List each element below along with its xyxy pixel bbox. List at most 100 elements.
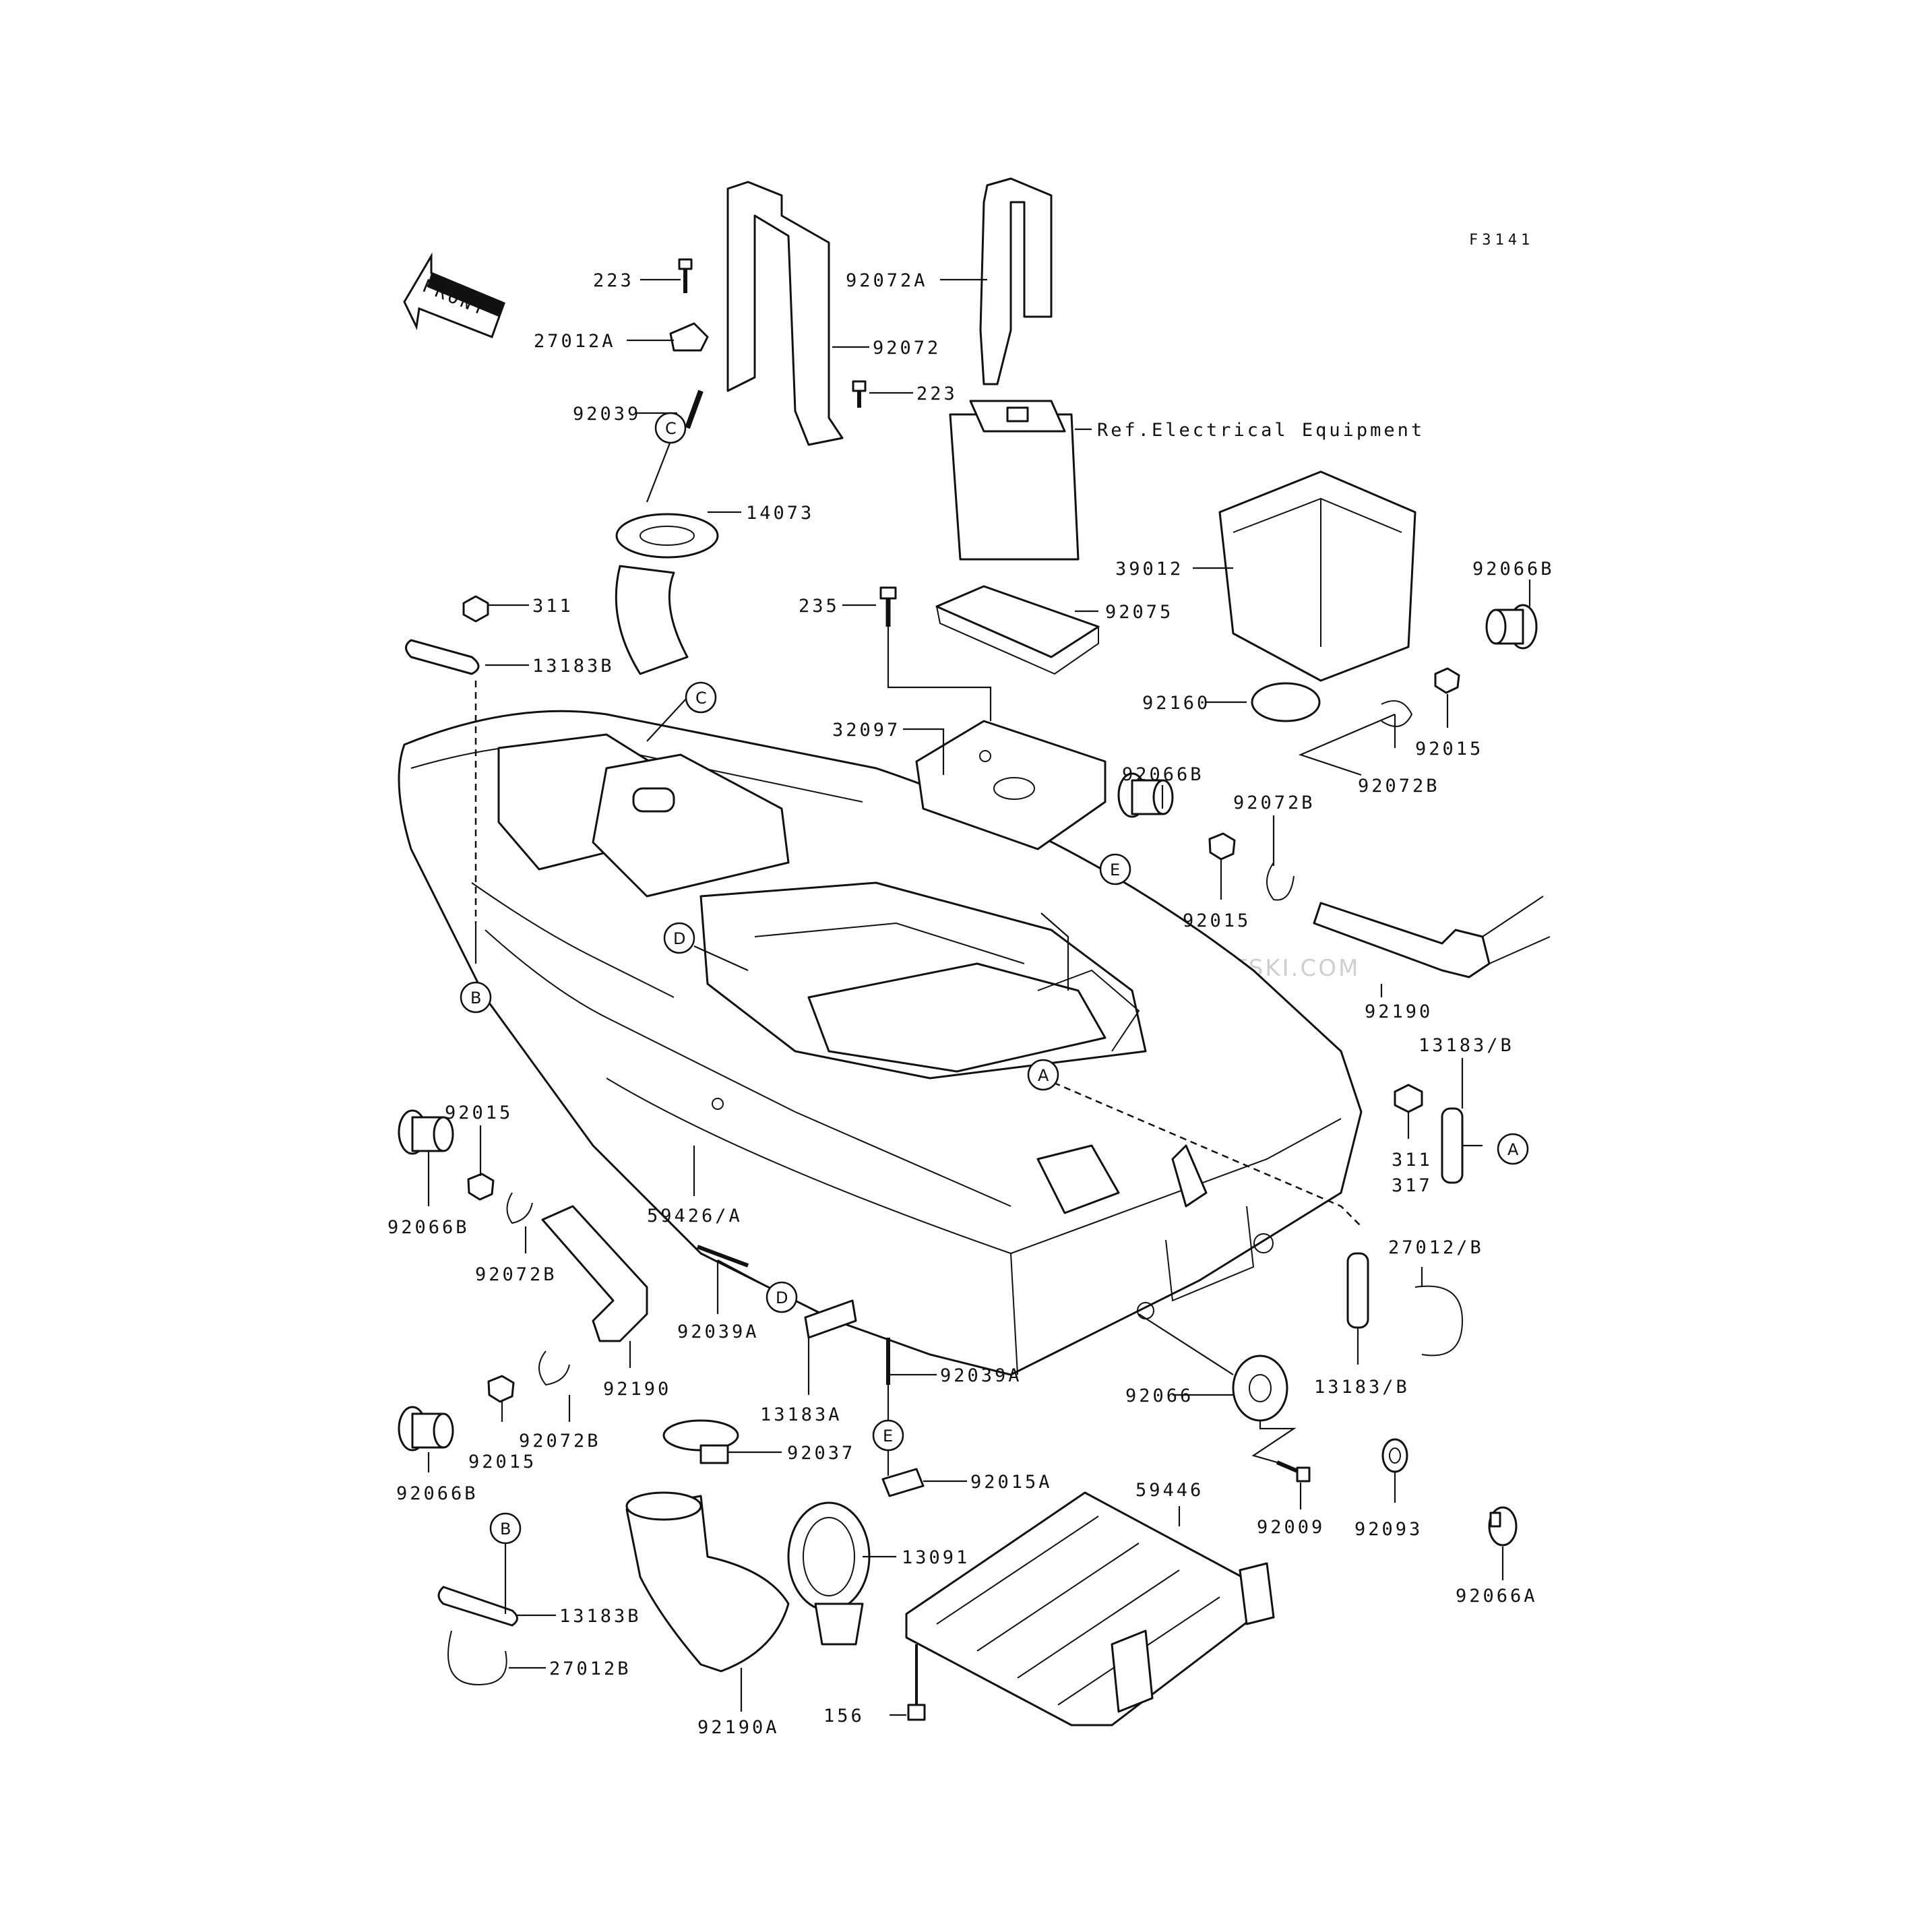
clamp-92072b-tr	[1381, 700, 1413, 727]
label-92072b-l: 92072B	[475, 1264, 557, 1285]
label-92190-l: 92190	[603, 1379, 671, 1400]
label-92015-mid: 92015	[1183, 910, 1251, 931]
label-27012b-bl: 27012B	[549, 1658, 631, 1679]
label-235: 235	[799, 596, 840, 617]
callout-c-2: C	[685, 681, 717, 714]
svg-text:C: C	[665, 419, 677, 438]
label-59426a: 59426/A	[647, 1206, 743, 1226]
label-311-a: 311	[532, 596, 573, 617]
hull-59426a	[398, 710, 1363, 1376]
nut-311	[462, 595, 489, 623]
callout-c-1: C	[654, 412, 687, 444]
cap-92160	[1251, 682, 1321, 722]
clamp-92072b-l	[506, 1192, 533, 1224]
svg-text:B: B	[500, 1520, 511, 1538]
bracket-27012a	[669, 322, 709, 352]
bracket-13183a	[804, 1299, 857, 1339]
clamp-92072b-mid	[1266, 862, 1295, 901]
screw-235	[879, 586, 897, 627]
leader-lines	[427, 278, 1531, 1716]
battery-case-39012	[1218, 470, 1416, 682]
ubolt-27012b-r	[1414, 1285, 1464, 1357]
pin-92039a-a	[696, 1245, 749, 1268]
label-ref-electrical: Ref.Electrical Equipment	[1097, 420, 1425, 441]
strap-92072	[726, 181, 844, 446]
callout-b-1: B	[460, 981, 492, 1014]
label-92015a: 92015A	[970, 1472, 1053, 1493]
label-92072a: 92072A	[846, 270, 928, 291]
label-92066b-tr: 92066B	[1472, 559, 1555, 580]
label-92039a-b: 92039A	[940, 1365, 1022, 1386]
label-92066b-l2: 92066B	[396, 1483, 478, 1504]
label-13183b-top: 13183B	[532, 656, 615, 677]
svg-text:B: B	[470, 989, 481, 1007]
label-59446: 59446	[1135, 1480, 1204, 1501]
label-14073: 14073	[746, 503, 814, 524]
label-92066a: 92066A	[1456, 1586, 1538, 1607]
plate-13183b-bl	[437, 1586, 518, 1627]
svg-text:A: A	[1507, 1140, 1519, 1159]
callout-d-2: D	[766, 1281, 798, 1313]
label-223-a: 223	[593, 270, 634, 291]
label-13183b-r2: 13183/B	[1314, 1377, 1410, 1398]
label-92072: 92072	[873, 338, 941, 359]
elbow-92190a	[625, 1491, 790, 1673]
callout-b-2: B	[489, 1512, 522, 1545]
label-92039a-a: 92039A	[677, 1321, 759, 1342]
label-92009: 92009	[1257, 1517, 1325, 1538]
label-92075: 92075	[1105, 602, 1173, 623]
callout-e-2: E	[872, 1419, 904, 1452]
plate-92015a	[881, 1468, 925, 1497]
ubolt-27012b-bl	[447, 1630, 507, 1686]
label-13091: 13091	[902, 1547, 970, 1568]
callout-a-2: A	[1497, 1133, 1529, 1165]
dashed-line-a	[1042, 1077, 1362, 1227]
label-39012: 39012	[1115, 559, 1183, 580]
label-92072b-l2: 92072B	[519, 1431, 601, 1452]
bolt-156	[907, 1644, 926, 1721]
bolt-223-b	[852, 380, 867, 408]
tray-32097	[915, 720, 1107, 850]
bolt-223-a	[678, 258, 693, 293]
label-92160: 92160	[1142, 693, 1210, 714]
label-311-b: 311	[1392, 1150, 1433, 1171]
label-92015-l: 92015	[445, 1102, 513, 1123]
label-156: 156	[823, 1706, 865, 1726]
battery	[949, 400, 1080, 561]
pad-92075	[935, 585, 1100, 675]
svg-text:E: E	[883, 1427, 893, 1445]
label-317: 317	[1392, 1175, 1433, 1196]
label-92066b-mid: 92066B	[1122, 764, 1204, 785]
label-32097: 32097	[832, 720, 900, 741]
nut-92015-l	[467, 1173, 495, 1201]
svg-text:C: C	[695, 689, 707, 708]
washer-92093	[1381, 1438, 1408, 1473]
label-223-b: 223	[916, 383, 958, 404]
label-92066b-l: 92066B	[387, 1217, 470, 1238]
clamp-92037	[662, 1419, 739, 1464]
label-92015-tr: 92015	[1415, 739, 1483, 759]
nut-311-317	[1394, 1084, 1423, 1113]
ring-13091	[787, 1501, 871, 1646]
flange-92066	[1232, 1354, 1288, 1422]
label-92190a: 92190A	[697, 1717, 780, 1738]
plate-13183b-top	[405, 639, 480, 675]
plate-13183b-r	[1441, 1107, 1464, 1184]
label-27012a: 27012A	[534, 331, 616, 352]
label-13183b-r: 13183/B	[1419, 1035, 1514, 1056]
callout-d-1: D	[663, 922, 695, 954]
label-13183a: 13183A	[760, 1404, 842, 1425]
label-92072b-mid: 92072B	[1358, 776, 1440, 797]
diagram-code: F3141	[1469, 232, 1534, 249]
boot-14073	[615, 513, 719, 675]
label-13183b-bl: 13183B	[559, 1606, 642, 1627]
label-92037: 92037	[787, 1443, 855, 1464]
svg-text:E: E	[1110, 861, 1120, 879]
nut-92015-l2	[487, 1375, 515, 1403]
label-92066: 92066	[1125, 1385, 1193, 1406]
svg-text:A: A	[1038, 1066, 1049, 1085]
label-92072b-tr: 92072B	[1233, 792, 1315, 813]
callout-a-1: A	[1027, 1059, 1059, 1091]
label-92093: 92093	[1354, 1519, 1423, 1540]
